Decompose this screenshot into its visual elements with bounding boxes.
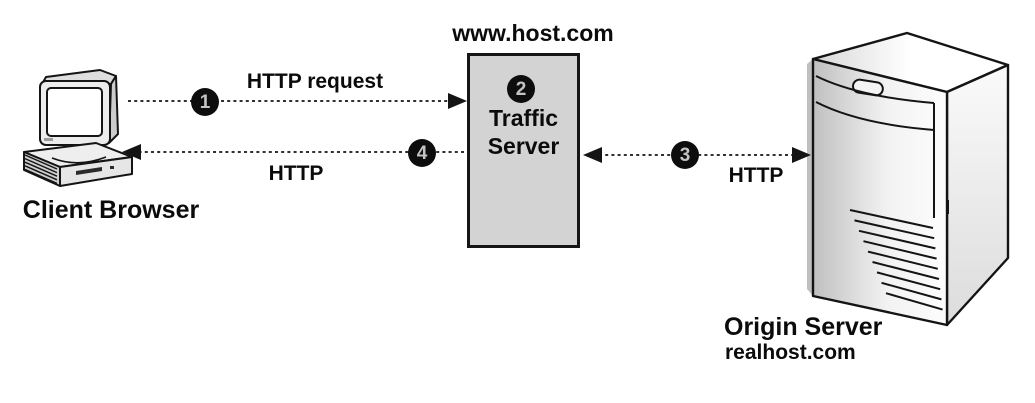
http-request-label: HTTP request [246, 70, 384, 93]
traffic-server-name-line1: Traffic [488, 105, 559, 131]
step-badge-2: 2 [507, 75, 535, 103]
step-badge-1: 1 [191, 88, 219, 116]
arrowhead-into-origin-server [792, 147, 811, 163]
arrowhead-into-traffic-server-right [583, 147, 602, 163]
step-badge-3: 3 [671, 141, 699, 169]
case-vent-lines [24, 154, 58, 185]
monitor-screen [46, 87, 103, 137]
arrowhead-into-traffic-server-left [448, 93, 467, 109]
tower-bezel-curve-1 [815, 75, 935, 104]
http-response-label: HTTP [268, 162, 324, 185]
http-origin-label: HTTP [728, 164, 784, 187]
tower-vent-lines [849, 209, 943, 311]
tower-left-shadow [807, 59, 813, 296]
monitor-controls [44, 138, 53, 141]
client-computer-icon [23, 69, 133, 187]
floppy-slot [76, 167, 102, 175]
tower-bezel-curve-2 [815, 101, 935, 131]
tower-server-icon [807, 31, 1010, 327]
origin-server-label: Origin Server [724, 313, 883, 341]
step-badge-4: 4 [408, 139, 436, 167]
client-label: Client Browser [22, 196, 200, 224]
tower-front-face [811, 57, 949, 327]
traffic-server-name-line2: Server [487, 133, 560, 159]
case-top-curve [51, 156, 107, 164]
arrowhead-into-client [122, 144, 141, 160]
case-button [110, 166, 114, 169]
traffic-server-hostname: www.host.com [452, 20, 614, 46]
traffic-server-name: Traffic Server [467, 104, 580, 160]
origin-server-hostname: realhost.com [725, 341, 856, 364]
